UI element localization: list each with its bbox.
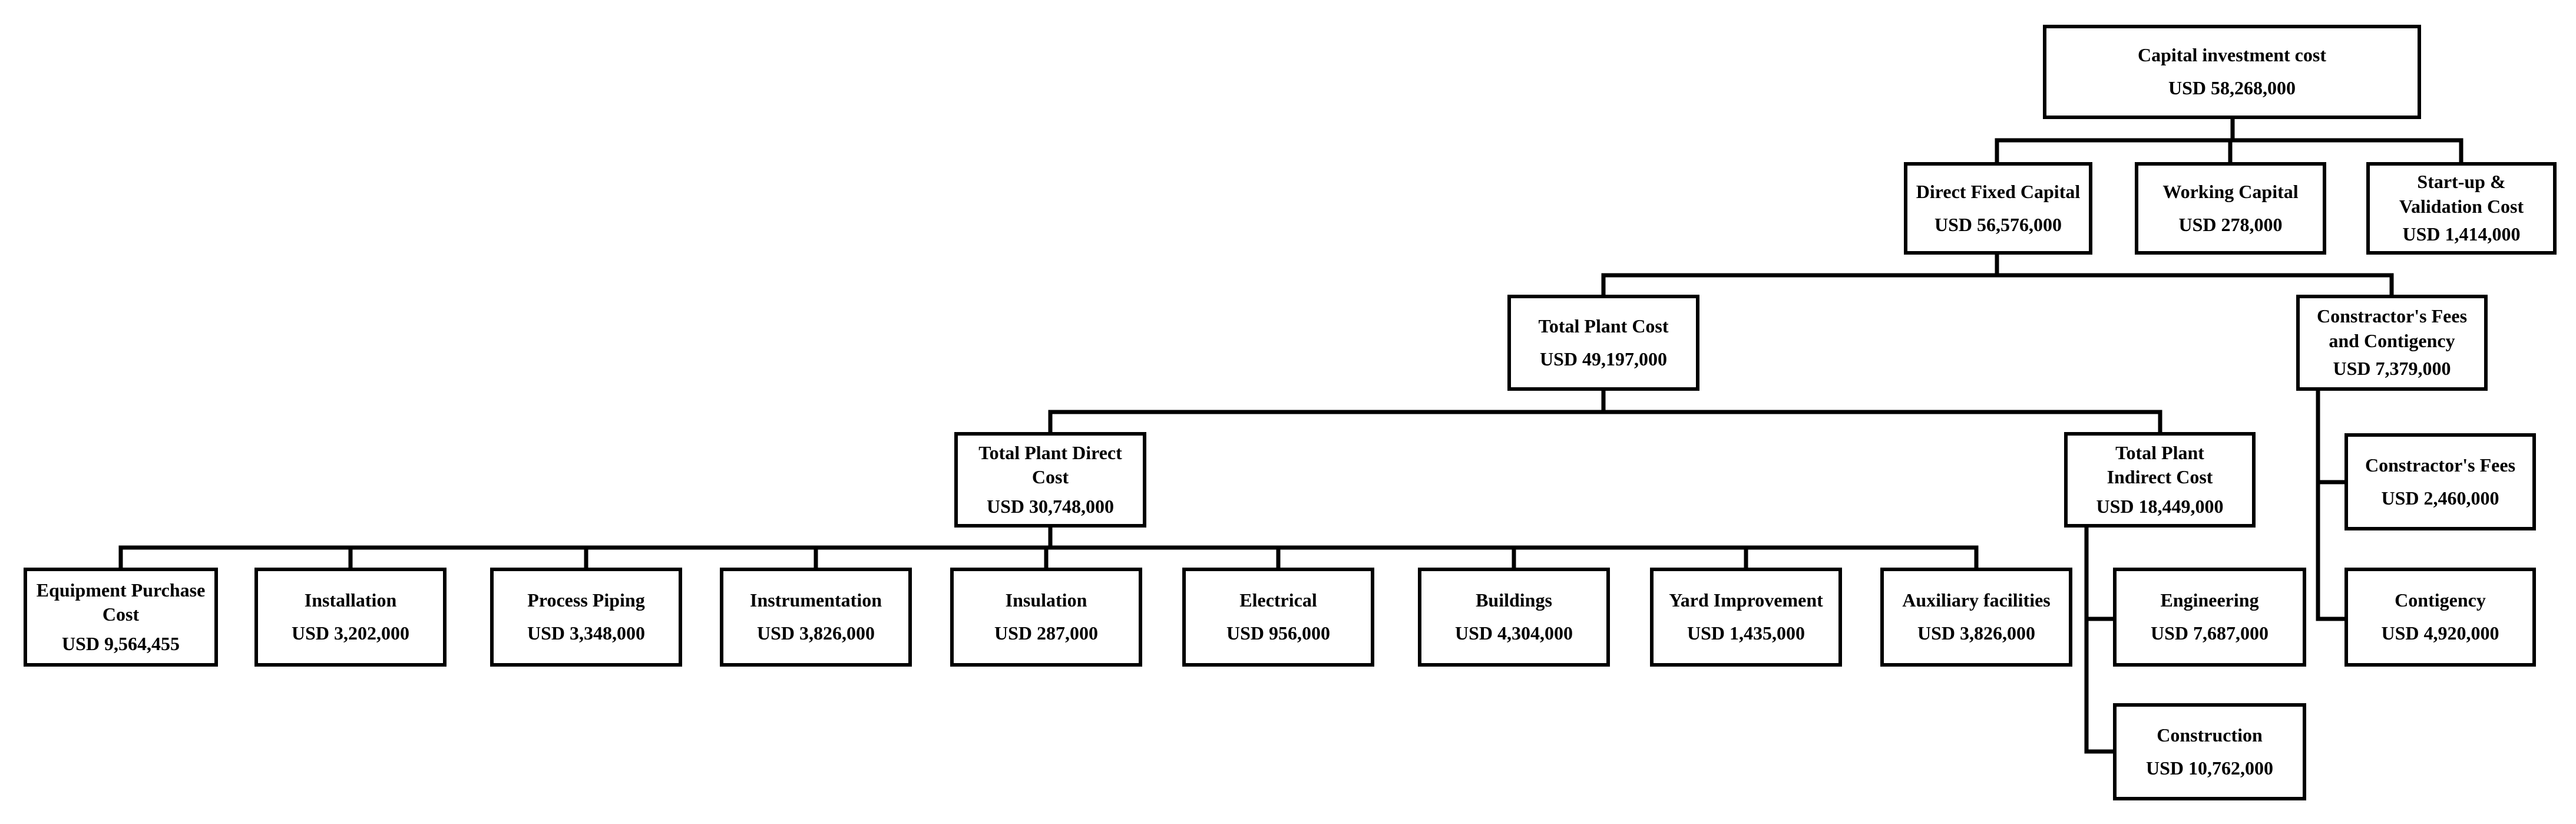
node-title: Equipment Purchase Cost [36, 579, 206, 625]
node-title: Direct Fixed Capital [1916, 180, 2081, 202]
node-value: USD 49,197,000 [1539, 348, 1667, 370]
node-capital-investment-cost: Capital investment cost USD 58,268,000 [2043, 25, 2421, 119]
node-title: Working Capital [2162, 180, 2299, 202]
node-value: USD 3,202,000 [291, 622, 409, 644]
node-value: USD 3,826,000 [756, 622, 875, 644]
node-title: Instrumentation [749, 589, 882, 611]
node-title: Capital investment cost [2138, 44, 2326, 66]
node-yard-improvement: Yard Improvement USD 1,435,000 [1650, 568, 1842, 667]
node-engineering: Engineering USD 7,687,000 [2113, 568, 2306, 667]
node-title: Insulation [1005, 589, 1087, 611]
node-total-plant-cost: Total Plant Cost USD 49,197,000 [1507, 295, 1699, 391]
node-title: Total Plant Cost [1538, 315, 1669, 337]
node-value: USD 278,000 [2178, 213, 2283, 235]
node-title: Construction [2157, 724, 2263, 746]
node-auxiliary-facilities: Auxiliary facilities USD 3,826,000 [1880, 568, 2072, 667]
node-value: USD 10,762,000 [2145, 757, 2273, 779]
node-value: USD 287,000 [994, 622, 1098, 644]
node-value: USD 4,920,000 [2381, 622, 2499, 644]
node-total-plant-indirect-cost: Total Plant Indirect Cost USD 18,449,000 [2064, 432, 2256, 528]
node-working-capital: Working Capital USD 278,000 [2135, 162, 2326, 255]
node-contigency: Contigency USD 4,920,000 [2344, 568, 2536, 667]
node-total-plant-direct-cost: Total Plant Direct Cost USD 30,748,000 [954, 432, 1146, 528]
node-title: Total Plant Indirect Cost [2107, 441, 2213, 488]
node-title: Total Plant Direct Cost [978, 441, 1122, 488]
node-title: Constractor's Fees [2365, 454, 2516, 476]
node-buildings: Buildings USD 4,304,000 [1418, 568, 1610, 667]
node-title: Buildings [1476, 589, 1552, 611]
node-value: USD 2,460,000 [2381, 487, 2499, 509]
node-instrumentation: Instrumentation USD 3,826,000 [720, 568, 912, 667]
node-value: USD 7,379,000 [2333, 358, 2451, 380]
node-value: USD 7,687,000 [2150, 622, 2269, 644]
node-construction: Construction USD 10,762,000 [2113, 703, 2306, 800]
node-title: Auxiliary facilities [1902, 589, 2051, 611]
node-value: USD 4,304,000 [1454, 622, 1573, 644]
node-title: Installation [304, 589, 397, 611]
node-value: USD 3,348,000 [527, 622, 645, 644]
node-insulation: Insulation USD 287,000 [950, 568, 1142, 667]
node-contractors-fees: Constractor's Fees USD 2,460,000 [2344, 433, 2536, 530]
node-equipment-purchase-cost: Equipment Purchase Cost USD 9,564,455 [24, 568, 218, 667]
node-value: USD 56,576,000 [1934, 213, 2062, 235]
node-title: Yard Improvement [1669, 589, 1823, 611]
node-value: USD 1,435,000 [1687, 622, 1805, 644]
node-value: USD 9,564,455 [61, 632, 180, 654]
node-direct-fixed-capital: Direct Fixed Capital USD 56,576,000 [1904, 162, 2092, 255]
node-value: USD 18,449,000 [2096, 495, 2224, 517]
node-startup-validation-cost: Start-up & Validation Cost USD 1,414,000 [2366, 162, 2557, 255]
node-value: USD 3,826,000 [1917, 622, 2035, 644]
node-installation: Installation USD 3,202,000 [254, 568, 447, 667]
node-contractors-fees-and-contingency: Constractor's Fees and Contigency USD 7,… [2296, 295, 2488, 391]
node-title: Engineering [2160, 589, 2259, 611]
node-title: Constractor's Fees and Contigency [2316, 305, 2468, 351]
node-title: Electrical [1239, 589, 1317, 611]
node-title: Contigency [2395, 589, 2486, 611]
node-process-piping: Process Piping USD 3,348,000 [490, 568, 682, 667]
node-value: USD 1,414,000 [2402, 223, 2521, 245]
node-value: USD 58,268,000 [2168, 77, 2296, 98]
node-value: USD 30,748,000 [986, 495, 1114, 517]
node-value: USD 956,000 [1226, 622, 1330, 644]
node-electrical: Electrical USD 956,000 [1182, 568, 1374, 667]
node-title: Start-up & Validation Cost [2399, 171, 2524, 217]
node-title: Process Piping [527, 589, 645, 611]
